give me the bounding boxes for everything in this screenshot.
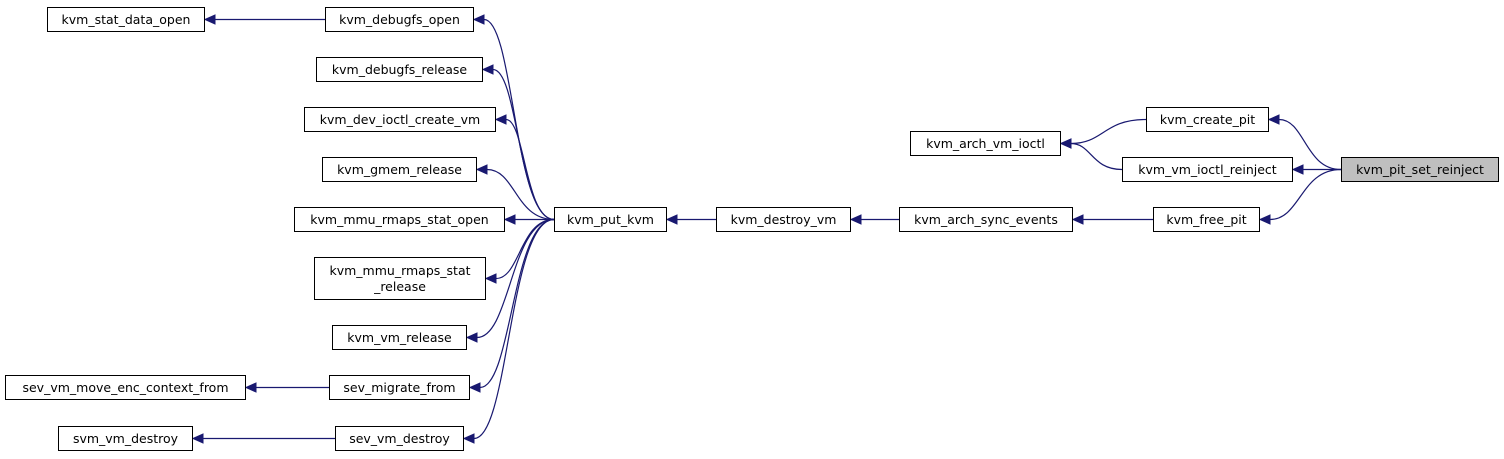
edge-sev_vm_destroy-to-kvm_put_kvm [473,218,555,440]
node-kvm-arch-vm-ioctl[interactable]: kvm_arch_vm_ioctl [910,131,1061,156]
edge-kvm_arch_vm_ioctl-to-kvm_vm_ioctl_reinject [1070,142,1123,171]
node-kvm-arch-sync-events[interactable]: kvm_arch_sync_events [899,207,1073,232]
arrowhead-kvm_mmu_rmaps_stat_open-to-kvm_put_kvm [503,214,516,225]
node-kvm-stat-data-open[interactable]: kvm_stat_data_open [47,7,205,32]
node-kvm-mmu-rmaps-stat-release[interactable]: kvm_mmu_rmaps_stat _release [314,257,486,300]
arrowhead-kvm_vm_ioctl_reinject-to-kvm_pit_set_reinject [1291,164,1304,175]
node-kvm-mmu-rmaps-stat-open[interactable]: kvm_mmu_rmaps_stat_open [294,207,505,232]
node-svm-vm-destroy[interactable]: svm_vm_destroy [58,426,193,451]
edge-sev_migrate_from-to-kvm_put_kvm [479,218,555,389]
arrowhead-kvm_arch_vm_ioctl-to-kvm_vm_ioctl_reinject [1059,138,1072,149]
arrowhead-sev_vm_destroy-to-kvm_put_kvm [462,433,475,444]
node-sev-migrate-from[interactable]: sev_migrate_from [329,375,470,400]
arrowhead-kvm_vm_release-to-kvm_put_kvm [465,332,478,343]
arrowhead-kvm_create_pit-to-kvm_pit_set_reinject [1267,114,1280,125]
edge-kvm_vm_release-to-kvm_put_kvm [476,218,555,339]
node-sev-vm-destroy[interactable]: sev_vm_destroy [335,426,464,451]
node-kvm-debugfs-release[interactable]: kvm_debugfs_release [316,57,483,82]
node-kvm-put-kvm[interactable]: kvm_put_kvm [554,207,667,232]
node-kvm-pit-set-reinject: kvm_pit_set_reinject [1341,157,1499,182]
arrowhead-kvm_arch_sync_events-to-kvm_free_pit [1071,214,1084,225]
node-kvm-dev-ioctl-create-vm[interactable]: kvm_dev_ioctl_create_vm [304,107,496,132]
node-kvm-vm-ioctl-reinject[interactable]: kvm_vm_ioctl_reinject [1122,157,1293,182]
arrowhead-sev_migrate_from-to-kvm_put_kvm [468,382,481,393]
arrowhead-kvm_destroy_vm-to-kvm_arch_sync_events [849,214,862,225]
arrowhead-kvm_free_pit-to-kvm_pit_set_reinject [1258,214,1271,225]
arrowhead-kvm_dev_ioctl_create_vm-to-kvm_put_kvm [494,114,507,125]
node-sev-vm-move-enc-context-from[interactable]: sev_vm_move_enc_context_from [5,375,246,400]
arrowhead-kvm_debugfs_release-to-kvm_put_kvm [481,64,494,75]
edge-kvm_free_pit-to-kvm_pit_set_reinject [1269,168,1342,221]
edge-kvm_debugfs_release-to-kvm_put_kvm [492,68,555,221]
arrowhead-sev_vm_move_enc_context_from-to-sev_migrate_from [244,382,257,393]
arrowhead-svm_vm_destroy-to-sev_vm_destroy [191,433,204,444]
arrowhead-kvm_debugfs_open-to-kvm_put_kvm [472,14,485,25]
edge-kvm_create_pit-to-kvm_pit_set_reinject [1278,118,1342,171]
edge-kvm_arch_vm_ioctl-to-kvm_create_pit [1070,118,1147,145]
arrowhead-kvm_put_kvm-to-kvm_destroy_vm [665,214,678,225]
node-kvm-vm-release[interactable]: kvm_vm_release [332,325,467,350]
arrowhead-kvm_stat_data_open-to-kvm_debugfs_open [203,14,216,25]
arrowhead-kvm_gmem_release-to-kvm_put_kvm [475,164,488,175]
arrowhead-kvm_mmu_rmaps_stat_release-to-kvm_put_kvm [484,273,497,284]
edge-kvm_gmem_release-to-kvm_put_kvm [486,168,555,221]
node-kvm-create-pit[interactable]: kvm_create_pit [1146,107,1269,132]
node-kvm-free-pit[interactable]: kvm_free_pit [1153,207,1260,232]
node-kvm-debugfs-open[interactable]: kvm_debugfs_open [325,7,474,32]
node-kvm-destroy-vm[interactable]: kvm_destroy_vm [716,207,851,232]
node-kvm-gmem-release[interactable]: kvm_gmem_release [322,157,477,182]
edge-kvm_dev_ioctl_create_vm-to-kvm_put_kvm [505,118,555,221]
